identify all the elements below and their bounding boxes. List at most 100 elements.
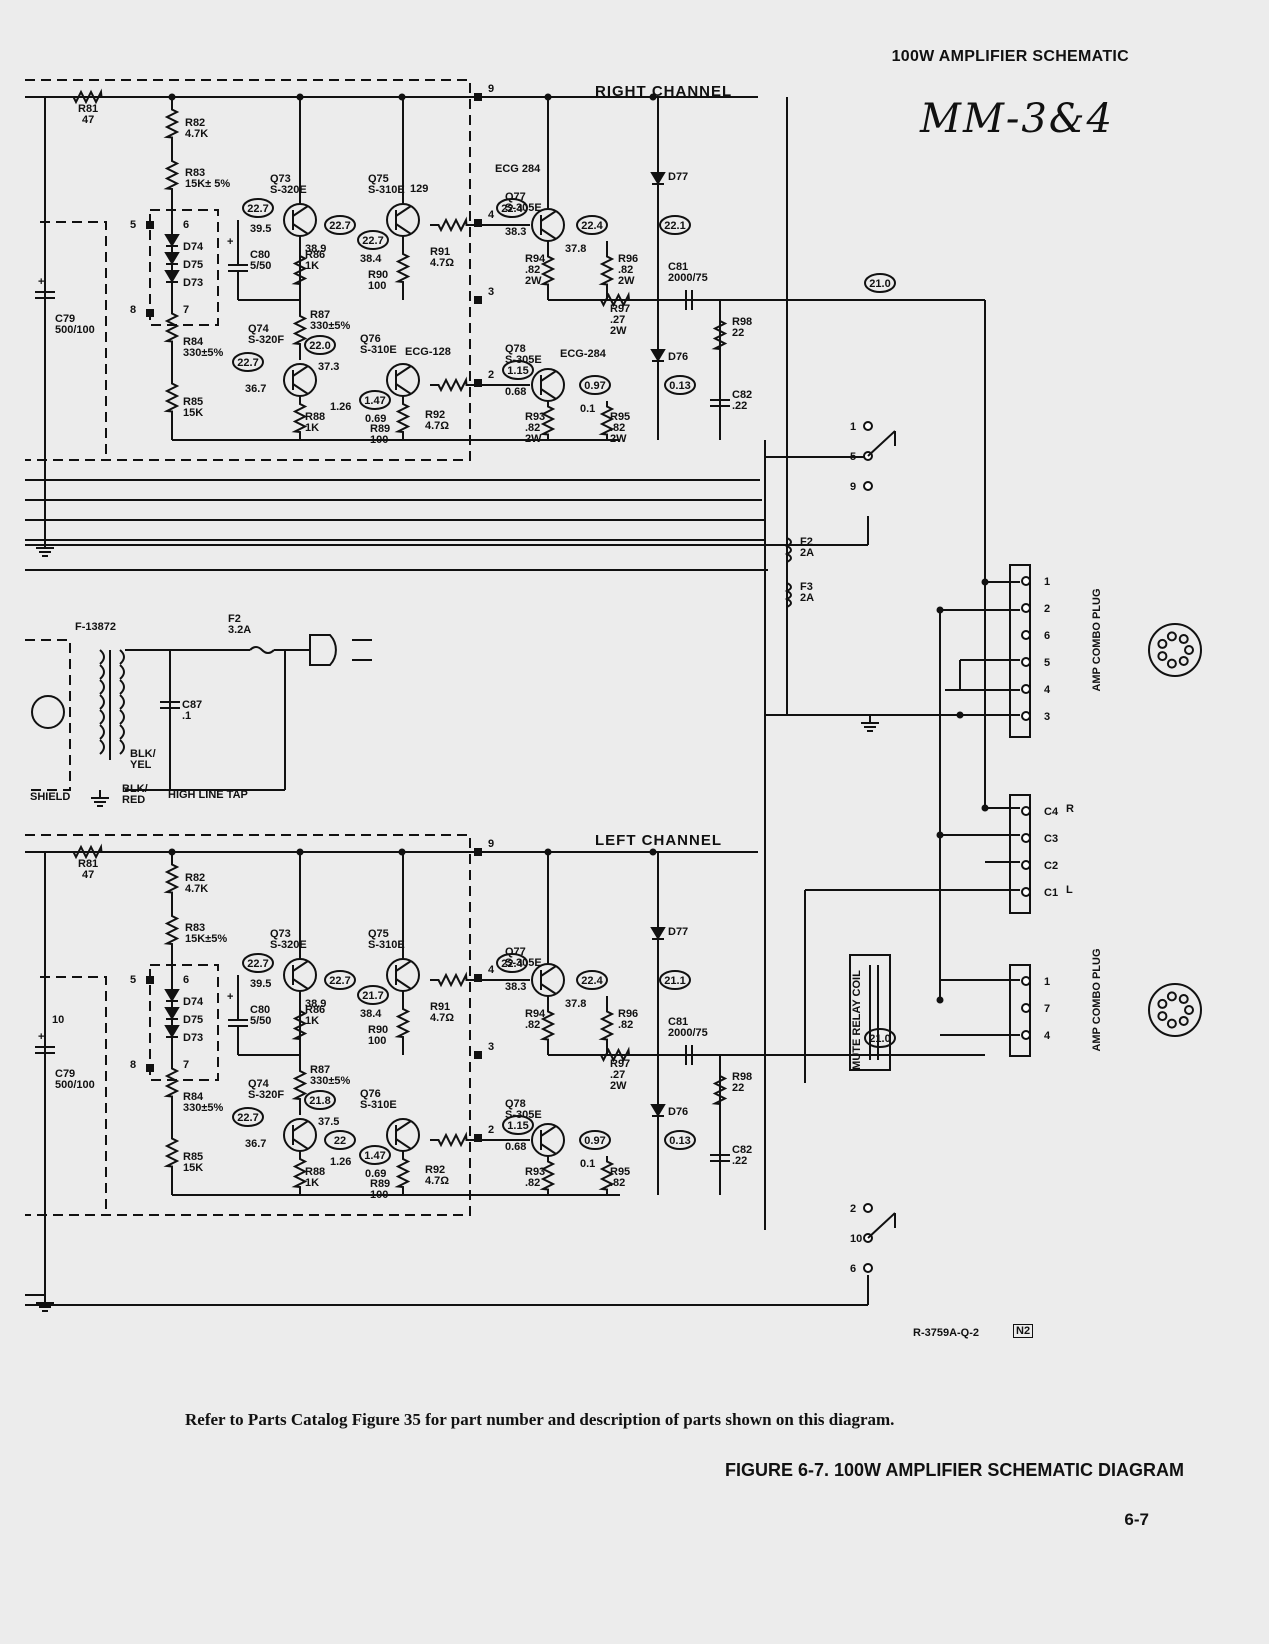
transistor-label: S-320F <box>248 334 284 346</box>
node-voltage: 36.7 <box>245 383 266 395</box>
c-pin-suffix: L <box>1066 884 1073 896</box>
node-voltage: 0.1 <box>580 403 595 415</box>
dashed-frame <box>25 79 471 461</box>
switch-contact <box>863 1203 873 1213</box>
connector-pin <box>1021 1003 1031 1013</box>
resistor <box>394 236 411 300</box>
connector-pin <box>1021 833 1031 843</box>
diode <box>650 927 666 940</box>
capacitor-label: C82 <box>732 389 752 401</box>
channel-title: LEFT CHANNEL <box>595 832 722 849</box>
resistor <box>598 996 615 1055</box>
transistor-collector <box>292 960 309 972</box>
transistor-emitter <box>292 223 309 235</box>
terminal-label: 3 <box>488 1041 494 1053</box>
resistor-label: R90 <box>368 1024 388 1036</box>
resistor <box>163 355 180 440</box>
connector-pin-label: 6 <box>1044 630 1050 642</box>
switch-contact <box>863 481 873 491</box>
resistor-label: R89 <box>370 1178 390 1190</box>
resistor-label: R85 <box>183 1151 203 1163</box>
capacitor-label: C81 <box>668 1016 688 1028</box>
switch-pin: 2 <box>850 1203 856 1215</box>
transistor-label: S-310E <box>360 344 397 356</box>
mute-relay-label: MUTE RELAY COIL <box>851 970 863 1070</box>
connector-pin-label: C2 <box>1044 860 1058 872</box>
resistor-label: 100 <box>370 434 388 446</box>
transistor-emitter <box>395 223 412 235</box>
transistor-label: S-310E <box>368 184 405 196</box>
capacitor-label: C79 <box>55 1068 75 1080</box>
transistor-collector <box>292 365 309 377</box>
resistor-label: R87 <box>310 309 330 321</box>
terminal <box>474 219 482 227</box>
schematic-label: D73 <box>183 277 203 289</box>
resistor-label: 22 <box>732 327 744 339</box>
transistor-label: Q74 <box>248 323 270 335</box>
node-voltage: 38.4 <box>360 253 382 265</box>
transistor-label: Q77 <box>505 946 526 958</box>
resistor-label: R95 <box>610 411 630 423</box>
resistor <box>163 852 180 905</box>
octal-pin <box>1178 655 1189 666</box>
combo-plug-label: AMP COMBO PLUG <box>1091 588 1103 691</box>
resistor-label: .82 <box>618 264 633 276</box>
circled-voltage: 22.0 <box>309 340 330 352</box>
schematic-label: D77 <box>668 926 688 938</box>
resistor-label: 2W <box>610 1080 627 1092</box>
resistor <box>163 150 180 200</box>
transistor-emitter <box>540 388 557 400</box>
transistor-label: S-320F <box>248 1089 284 1101</box>
combo-plug-label: AMP COMBO PLUG <box>1091 948 1103 1051</box>
transformer-coil <box>119 694 125 710</box>
terminal-label: 2 <box>488 369 494 381</box>
fuse-label: 2A <box>800 592 814 604</box>
octal-pin <box>1166 991 1177 1002</box>
circled-voltage: 1.15 <box>507 365 528 377</box>
connector-pin <box>1021 603 1031 613</box>
resistor <box>598 401 615 440</box>
transformer-coil <box>119 739 125 755</box>
shield-label: SHIELD <box>30 791 70 803</box>
transistor <box>386 1118 420 1152</box>
resistor <box>430 216 475 233</box>
terminal-label: 4 <box>488 964 495 976</box>
diode <box>164 234 180 247</box>
connector-pin-label: 5 <box>1044 657 1050 669</box>
schematic-label: 47 <box>82 869 94 881</box>
transformer-coil <box>99 694 105 710</box>
resistor <box>539 996 556 1055</box>
resistor-label: R82 <box>185 117 205 129</box>
transistor-collector <box>395 960 412 972</box>
transistor-emitter <box>395 383 412 395</box>
voltage-marker <box>232 352 264 372</box>
capacitor-label: C81 <box>668 261 688 273</box>
voltage-marker <box>242 953 274 973</box>
mute-relay-coil <box>849 954 891 1071</box>
resistor <box>598 1156 615 1195</box>
resistor-label: 330±5% <box>183 1102 224 1114</box>
schematic-label: 6 <box>183 219 189 231</box>
octal-pin <box>1178 994 1189 1005</box>
octal-pin <box>1157 1011 1168 1022</box>
transistor-label: Q76 <box>360 1088 381 1100</box>
connector-pin <box>1021 576 1031 586</box>
fuse-label: 3.2A <box>228 624 251 636</box>
circled-voltage: 0.13 <box>669 380 690 392</box>
terminal <box>474 1134 482 1142</box>
resistor-label: 2W <box>525 275 542 287</box>
resistor-label: R82 <box>185 872 205 884</box>
node-voltage: 38.3 <box>505 226 526 238</box>
resistor-label: 100 <box>370 1189 388 1201</box>
capacitor-label: 5/50 <box>250 260 271 272</box>
node-voltage: 0.68 <box>505 1141 526 1153</box>
transistor-label: Q78 <box>505 1098 526 1110</box>
capacitor-label: C80 <box>250 1004 270 1016</box>
transistor-label: Q75 <box>368 173 389 185</box>
resistor <box>291 995 308 1055</box>
terminal-label: 9 <box>488 83 494 95</box>
octal-pin <box>1184 645 1194 655</box>
resistor-label: 15K± 5% <box>185 178 230 190</box>
resistor <box>163 1110 180 1195</box>
schematic-label: D76 <box>668 351 688 363</box>
